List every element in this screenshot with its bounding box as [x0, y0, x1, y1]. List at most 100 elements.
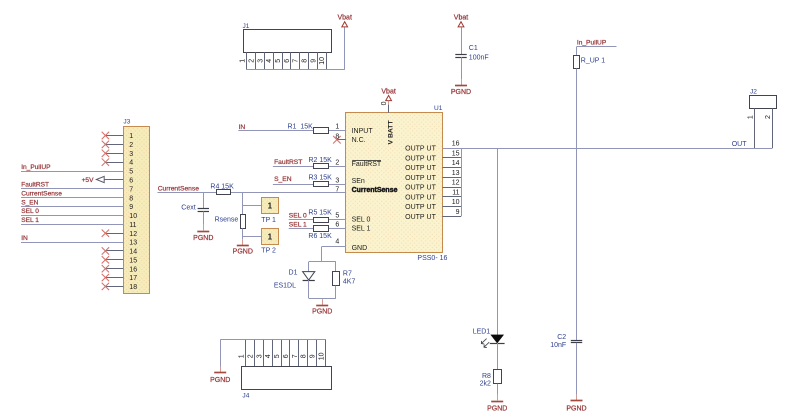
svg-text:R8: R8 — [482, 373, 491, 380]
svg-text:Vbat: Vbat — [454, 15, 468, 22]
svg-text:8: 8 — [335, 133, 339, 140]
svg-text:1: 1 — [335, 124, 339, 131]
svg-text:SEL 1: SEL 1 — [352, 225, 371, 232]
svg-text:PGND: PGND — [233, 248, 253, 255]
svg-text:15: 15 — [452, 150, 460, 157]
svg-text:6: 6 — [335, 222, 339, 229]
svg-text:C2: C2 — [557, 334, 566, 341]
svg-text:U1: U1 — [434, 105, 443, 112]
svg-text:11: 11 — [129, 222, 136, 229]
svg-text:SEL 1: SEL 1 — [21, 217, 39, 224]
svg-text:10: 10 — [318, 352, 325, 360]
svg-text:R3 15K: R3 15K — [309, 174, 333, 181]
svg-text:D1: D1 — [289, 270, 298, 277]
svg-text:FaultRST: FaultRST — [21, 182, 49, 189]
svg-text:1: 1 — [268, 233, 273, 242]
svg-text:+5V: +5V — [82, 177, 95, 184]
svg-text:4: 4 — [129, 160, 133, 167]
svg-text:IN: IN — [21, 235, 28, 242]
svg-text:10: 10 — [452, 199, 460, 206]
svg-text:3: 3 — [335, 177, 339, 184]
svg-text:OUTP UT: OUTP UT — [405, 155, 436, 162]
svg-text:7: 7 — [293, 59, 300, 63]
svg-text:OUTP UT: OUTP UT — [405, 165, 436, 172]
svg-text:1: 1 — [239, 354, 246, 358]
svg-text:J2: J2 — [750, 89, 757, 96]
svg-text:R6 15K: R6 15K — [308, 233, 332, 240]
svg-text:GND: GND — [352, 245, 368, 252]
svg-text:100nF: 100nF — [469, 54, 489, 61]
svg-text:PGND: PGND — [566, 406, 586, 413]
svg-text:R2 15K: R2 15K — [309, 157, 333, 164]
svg-text:R7: R7 — [343, 271, 352, 278]
svg-text:3: 3 — [129, 151, 133, 158]
svg-text:OUTP UT: OUTP UT — [405, 194, 436, 201]
svg-text:16: 16 — [129, 266, 137, 273]
svg-text:OUTP UT: OUTP UT — [405, 214, 436, 221]
svg-text:13: 13 — [129, 240, 137, 247]
svg-text:R_UP 1: R_UP 1 — [581, 58, 605, 65]
svg-text:4: 4 — [266, 59, 273, 63]
svg-text:Vbat: Vbat — [381, 89, 395, 96]
svg-text:2: 2 — [248, 59, 255, 63]
svg-text:5: 5 — [129, 169, 133, 176]
svg-text:15: 15 — [129, 257, 137, 264]
svg-text:7: 7 — [129, 186, 133, 193]
svg-text:3: 3 — [257, 59, 264, 63]
svg-text:FaultRST: FaultRST — [352, 161, 382, 168]
svg-text:8: 8 — [302, 59, 309, 63]
svg-text:7: 7 — [292, 354, 299, 358]
svg-text:16: 16 — [452, 141, 460, 148]
svg-text:In_PullUP: In_PullUP — [21, 164, 51, 171]
svg-text:PGND: PGND — [487, 406, 507, 413]
svg-text:5: 5 — [335, 212, 339, 219]
svg-text:SEL 0: SEL 0 — [21, 208, 39, 215]
svg-text:TP 2: TP 2 — [261, 247, 276, 254]
svg-text:R5 15K: R5 15K — [308, 210, 332, 217]
svg-text:6: 6 — [129, 178, 133, 185]
svg-text:SEL 0: SEL 0 — [352, 216, 371, 223]
svg-text:4: 4 — [335, 238, 339, 245]
svg-text:9: 9 — [129, 204, 133, 211]
svg-text:14: 14 — [129, 249, 137, 256]
svg-text:1: 1 — [240, 59, 247, 63]
svg-text:SEn: SEn — [352, 178, 365, 185]
svg-text:SEL 1: SEL 1 — [289, 221, 307, 228]
svg-text:1: 1 — [129, 133, 133, 140]
svg-text:9: 9 — [310, 59, 317, 63]
svg-text:PGND: PGND — [312, 309, 332, 316]
svg-text:11: 11 — [452, 189, 459, 196]
svg-text:R1 15K: R1 15K — [288, 124, 314, 131]
svg-text:PGND: PGND — [210, 377, 230, 384]
svg-text:S_EN: S_EN — [274, 176, 292, 183]
svg-text:IN: IN — [239, 124, 246, 131]
svg-text:2: 2 — [335, 160, 339, 167]
svg-text:9: 9 — [456, 209, 460, 216]
svg-text:17: 17 — [129, 275, 137, 282]
svg-text:CurrentSense: CurrentSense — [21, 190, 62, 197]
svg-text:V BATT: V BATT — [388, 120, 395, 145]
svg-text:8: 8 — [129, 195, 133, 202]
svg-text:LED1: LED1 — [473, 328, 491, 335]
svg-text:12: 12 — [129, 231, 137, 238]
svg-text:PGND: PGND — [193, 235, 213, 242]
svg-text:J4: J4 — [242, 393, 249, 400]
svg-text:J3: J3 — [123, 118, 130, 125]
svg-text:18: 18 — [129, 284, 137, 291]
svg-text:3: 3 — [256, 354, 263, 358]
svg-text:1: 1 — [747, 115, 754, 119]
svg-text:14: 14 — [452, 160, 460, 167]
svg-text:4K7: 4K7 — [343, 279, 356, 286]
svg-text:Rsense: Rsense — [215, 216, 239, 223]
svg-text:PGND: PGND — [451, 89, 471, 96]
svg-text:OUTP UT: OUTP UT — [405, 146, 436, 153]
svg-text:INPUT: INPUT — [352, 128, 374, 135]
svg-text:C1: C1 — [469, 45, 478, 52]
svg-text:R4 15K: R4 15K — [210, 183, 234, 190]
svg-text:10: 10 — [129, 213, 137, 220]
svg-text:OUTP UT: OUTP UT — [405, 185, 436, 192]
svg-text:12: 12 — [452, 180, 460, 187]
svg-text:10nF: 10nF — [550, 342, 566, 349]
svg-text:6: 6 — [283, 354, 290, 358]
svg-text:6: 6 — [284, 59, 291, 63]
